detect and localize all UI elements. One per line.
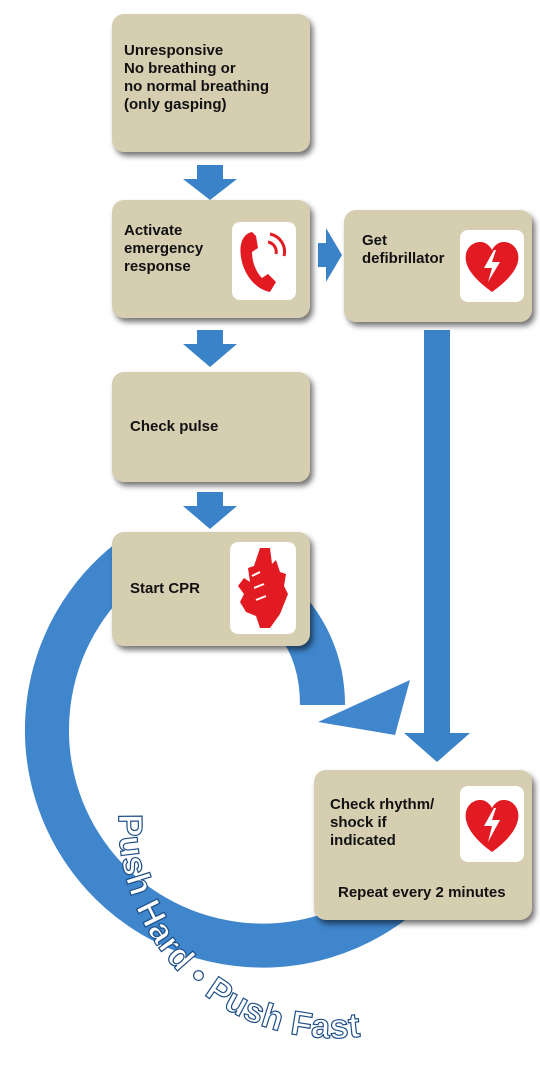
step-unresponsive: Unresponsive No breathing or no normal b… [112, 14, 310, 152]
phone-icon [232, 222, 296, 300]
step-check-rhythm-text: Check rhythm/ shock if indicated [330, 796, 435, 849]
arrow-right [318, 228, 342, 282]
arrow-down-1 [183, 165, 237, 200]
arrow-down-2 [183, 330, 237, 367]
step-check-pulse-text: Check pulse [130, 418, 219, 435]
aed-heart-icon [460, 786, 524, 862]
aed-heart-icon [460, 230, 524, 302]
step-start-cpr-text: Start CPR [130, 580, 201, 597]
hands-cpr-icon [230, 542, 296, 634]
step-repeat-text: Repeat every 2 minutes [338, 884, 506, 901]
step-get-defibrillator-text: Get defibrillator [362, 232, 445, 267]
arrow-down-3 [183, 492, 237, 529]
loop-arrow-head [318, 680, 410, 735]
step-activate: Activate emergency response [112, 200, 310, 318]
push-loop-ring [24, 542, 409, 968]
step-start-cpr: Start CPR [112, 532, 310, 646]
step-get-defibrillator: Get defibrillator [344, 210, 532, 322]
step-check-rhythm: Check rhythm/ shock if indicated Repeat … [314, 770, 532, 920]
arrow-down-long [404, 330, 470, 762]
step-check-pulse: Check pulse [112, 372, 310, 482]
step-activate-text: Activate emergency response [124, 222, 204, 275]
step-unresponsive-text: Unresponsive No breathing or no normal b… [124, 42, 270, 113]
